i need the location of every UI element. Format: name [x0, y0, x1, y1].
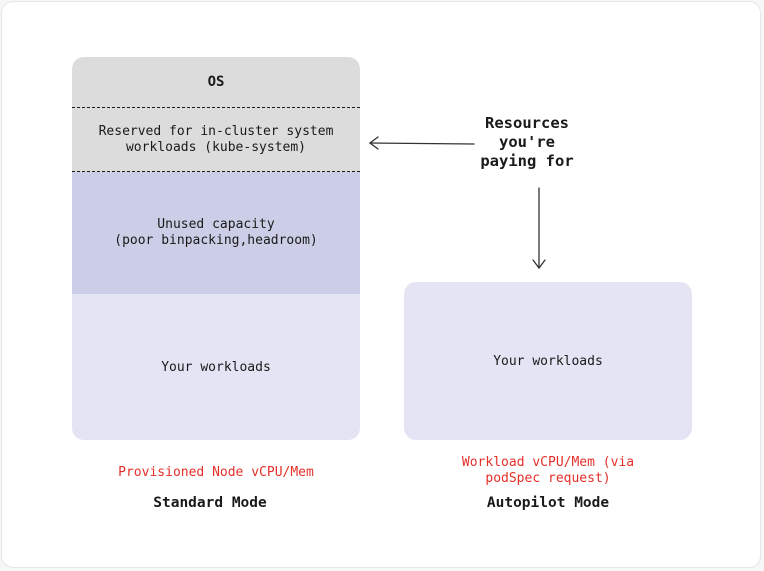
resources-callout-label: Resources you're paying for	[480, 114, 574, 170]
os-segment: OS	[72, 57, 360, 108]
autopilot-mode-label: Autopilot Mode	[486, 495, 610, 511]
autopilot-workloads-label: Your workloads	[493, 353, 603, 369]
reserved-label: Reserved for in-cluster system workloads…	[98, 123, 334, 155]
standard-mode-label: Standard Mode	[153, 495, 267, 511]
unused-capacity-label: Unused capacity (poor binpacking,headroo…	[114, 217, 318, 248]
down-arrow-icon	[532, 187, 546, 270]
unused-capacity-segment: Unused capacity (poor binpacking,headroo…	[72, 172, 360, 294]
standard-workloads-label: Your workloads	[161, 359, 271, 375]
reserved-segment: Reserved for in-cluster system workloads…	[72, 108, 360, 172]
standard-node-box: OS Reserved for in-cluster system worklo…	[72, 57, 360, 440]
autopilot-caption: Workload vCPU/Mem (via podSpec request)	[461, 455, 635, 486]
os-label: OS	[207, 74, 225, 90]
standard-workloads-segment: Your workloads	[72, 294, 360, 440]
left-arrow-icon	[368, 136, 475, 150]
standard-caption: Provisioned Node vCPU/Mem	[118, 465, 314, 480]
autopilot-workloads-box: Your workloads	[404, 282, 692, 440]
